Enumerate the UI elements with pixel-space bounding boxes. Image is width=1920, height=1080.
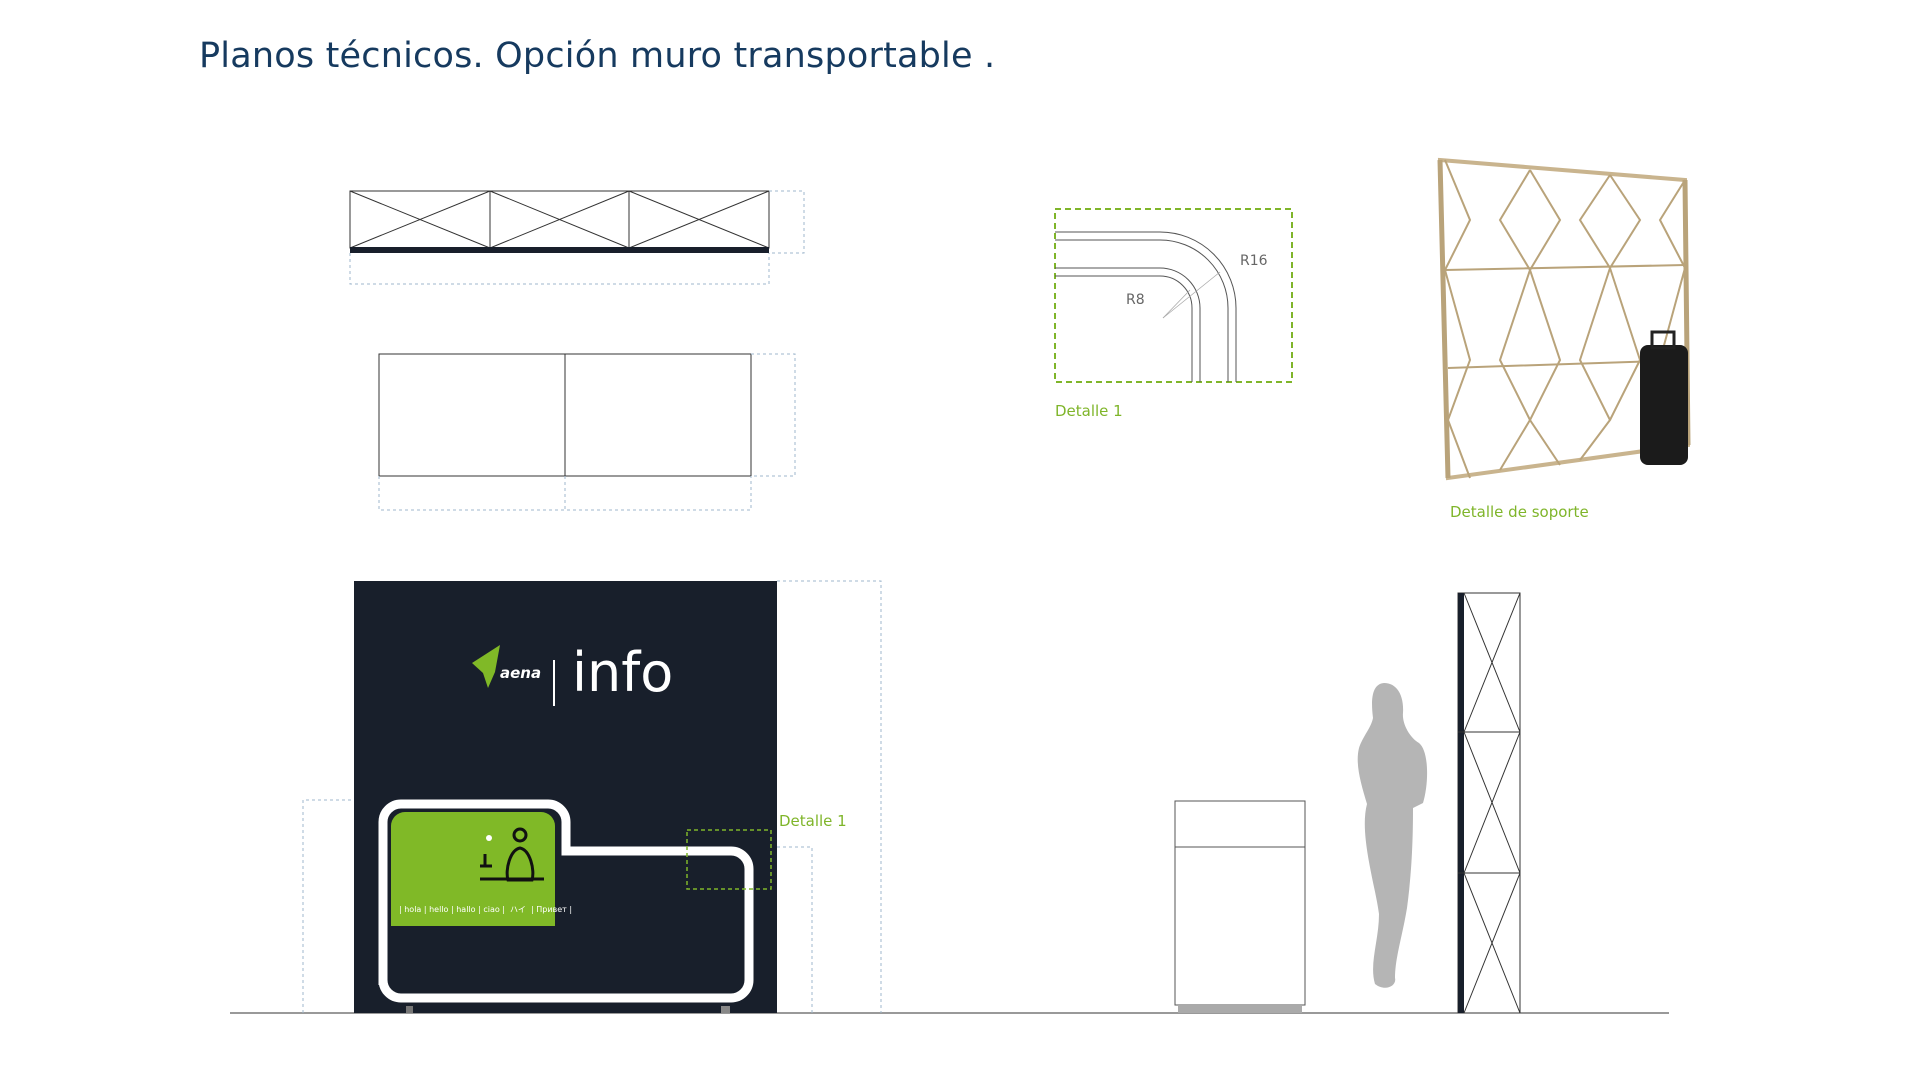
front-elevation: [302, 580, 882, 1013]
greetings-text: | hola | hello | hallo | ciao | ハイ | При…: [399, 905, 573, 914]
aena-logo-icon: [472, 645, 500, 688]
support-detail-label: Detalle de soporte: [1450, 503, 1589, 521]
support-frame-photo: [1437, 157, 1691, 481]
person-silhouette: [1357, 683, 1428, 988]
radius-r8-label: R8: [1126, 292, 1145, 308]
side-tower: [1457, 592, 1521, 1014]
plan-view: [378, 353, 796, 511]
front-detail-1-label: Detalle 1: [779, 812, 847, 830]
top-view-lattice: [349, 190, 805, 285]
detail-1-drawing: [1054, 208, 1293, 383]
aena-brand-text: aena: [500, 664, 542, 682]
pedestal: [1174, 800, 1306, 1013]
info-desk-icon: [480, 827, 544, 882]
detail-1-label: Detalle 1: [1055, 402, 1123, 420]
radius-r16-label: R16: [1240, 253, 1268, 269]
page-title: Planos técnicos. Opción muro transportab…: [199, 36, 996, 76]
info-text: info: [572, 641, 674, 704]
